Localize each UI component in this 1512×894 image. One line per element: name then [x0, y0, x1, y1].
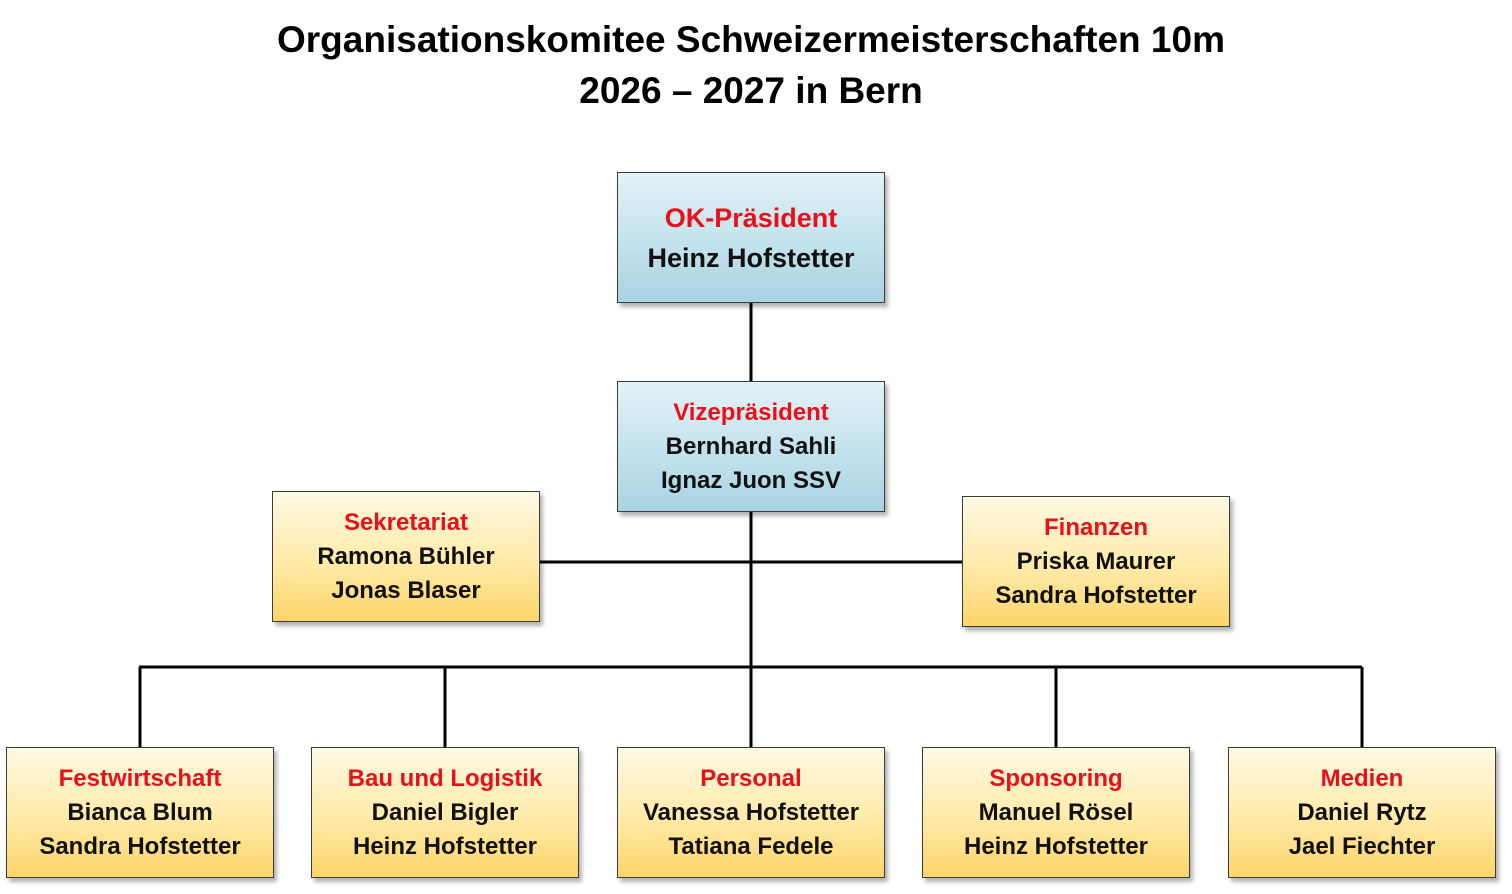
title-line-2: 2026 – 2027 in Bern: [579, 70, 923, 111]
vice-president-role: Vizepräsident: [673, 398, 829, 426]
department-role: Festwirtschaft: [58, 764, 222, 792]
department-member: Manuel Rösel: [978, 798, 1134, 826]
president-name: Heinz Hofstetter: [647, 242, 855, 273]
department-member: Bianca Blum: [67, 798, 213, 826]
department-box-bau-logistik: Bau und Logistik Daniel Bigler Heinz Hof…: [311, 747, 579, 878]
department-member: Heinz Hofstetter: [963, 832, 1149, 860]
title-line-1: Organisationskomitee Schweizermeistersch…: [277, 19, 1225, 60]
department-role: Medien: [1320, 764, 1404, 792]
department-box-festwirtschaft: Festwirtschaft Bianca Blum Sandra Hofste…: [6, 747, 274, 878]
department-member: Jael Fiechter: [1288, 832, 1436, 860]
staff-member: Sandra Hofstetter: [995, 581, 1197, 609]
staff-member: Priska Maurer: [1016, 547, 1176, 575]
vice-president-box: Vizepräsident Bernhard Sahli Ignaz Juon …: [617, 381, 885, 512]
department-member: Vanessa Hofstetter: [642, 798, 860, 826]
vice-president-name-2: Ignaz Juon SSV: [660, 466, 842, 494]
president-role: OK-Präsident: [664, 202, 838, 233]
staff-role: Finanzen: [1043, 513, 1148, 541]
staff-member: Jonas Blaser: [331, 576, 481, 604]
staff-box-finanzen: Finanzen Priska Maurer Sandra Hofstetter: [962, 496, 1230, 627]
department-member: Daniel Rytz: [1297, 798, 1427, 826]
president-box: OK-Präsident Heinz Hofstetter: [617, 172, 885, 303]
staff-role: Sekretariat: [343, 508, 469, 536]
department-box-personal: Personal Vanessa Hofstetter Tatiana Fede…: [617, 747, 885, 878]
department-member: Tatiana Fedele: [668, 832, 834, 860]
department-box-sponsoring: Sponsoring Manuel Rösel Heinz Hofstetter: [922, 747, 1190, 878]
department-role: Sponsoring: [989, 764, 1123, 792]
department-member: Daniel Bigler: [371, 798, 519, 826]
department-role: Bau und Logistik: [347, 764, 543, 792]
staff-box-sekretariat: Sekretariat Ramona Bühler Jonas Blaser: [272, 491, 540, 622]
department-member: Sandra Hofstetter: [39, 832, 241, 860]
department-box-medien: Medien Daniel Rytz Jael Fiechter: [1228, 747, 1496, 878]
vice-president-name-1: Bernhard Sahli: [665, 432, 837, 460]
department-member: Heinz Hofstetter: [352, 832, 538, 860]
staff-member: Ramona Bühler: [317, 542, 495, 570]
chart-title: Organisationskomitee Schweizermeistersch…: [0, 14, 1502, 116]
department-role: Personal: [700, 764, 802, 792]
